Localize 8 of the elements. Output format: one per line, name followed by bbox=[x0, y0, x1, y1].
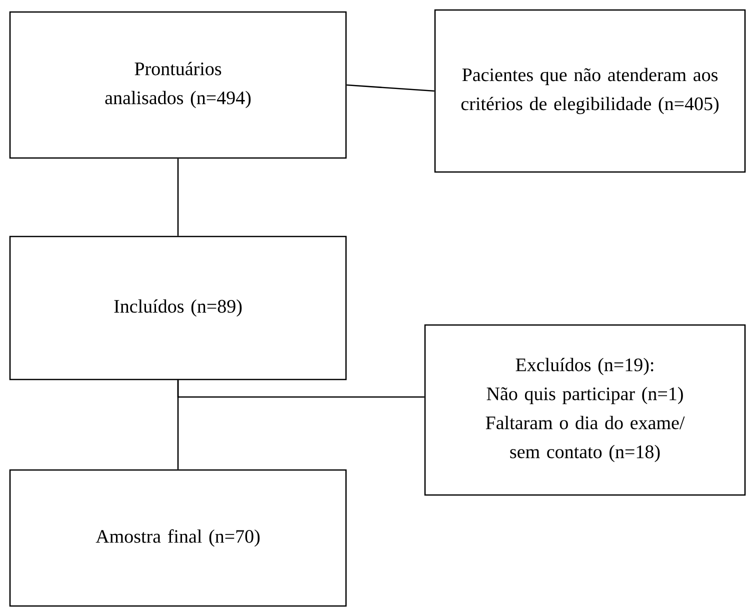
connector-line bbox=[177, 158, 179, 236]
process-box: Pacientes que não atenderam aos critérios de elegibilidade (n=405) bbox=[434, 9, 746, 173]
process-box: Excluídos (n=19): Não quis participar (n=1) Faltaram o dia do exame/ sem contato (n=18) bbox=[424, 324, 746, 496]
connector-line bbox=[177, 380, 424, 398]
process-box: Incluídos (n=89) bbox=[9, 236, 347, 380]
process-box: Amostra final (n=70) bbox=[9, 469, 347, 607]
process-box: Prontuários analisados (n=494) bbox=[9, 11, 347, 159]
connector-line bbox=[346, 84, 434, 92]
